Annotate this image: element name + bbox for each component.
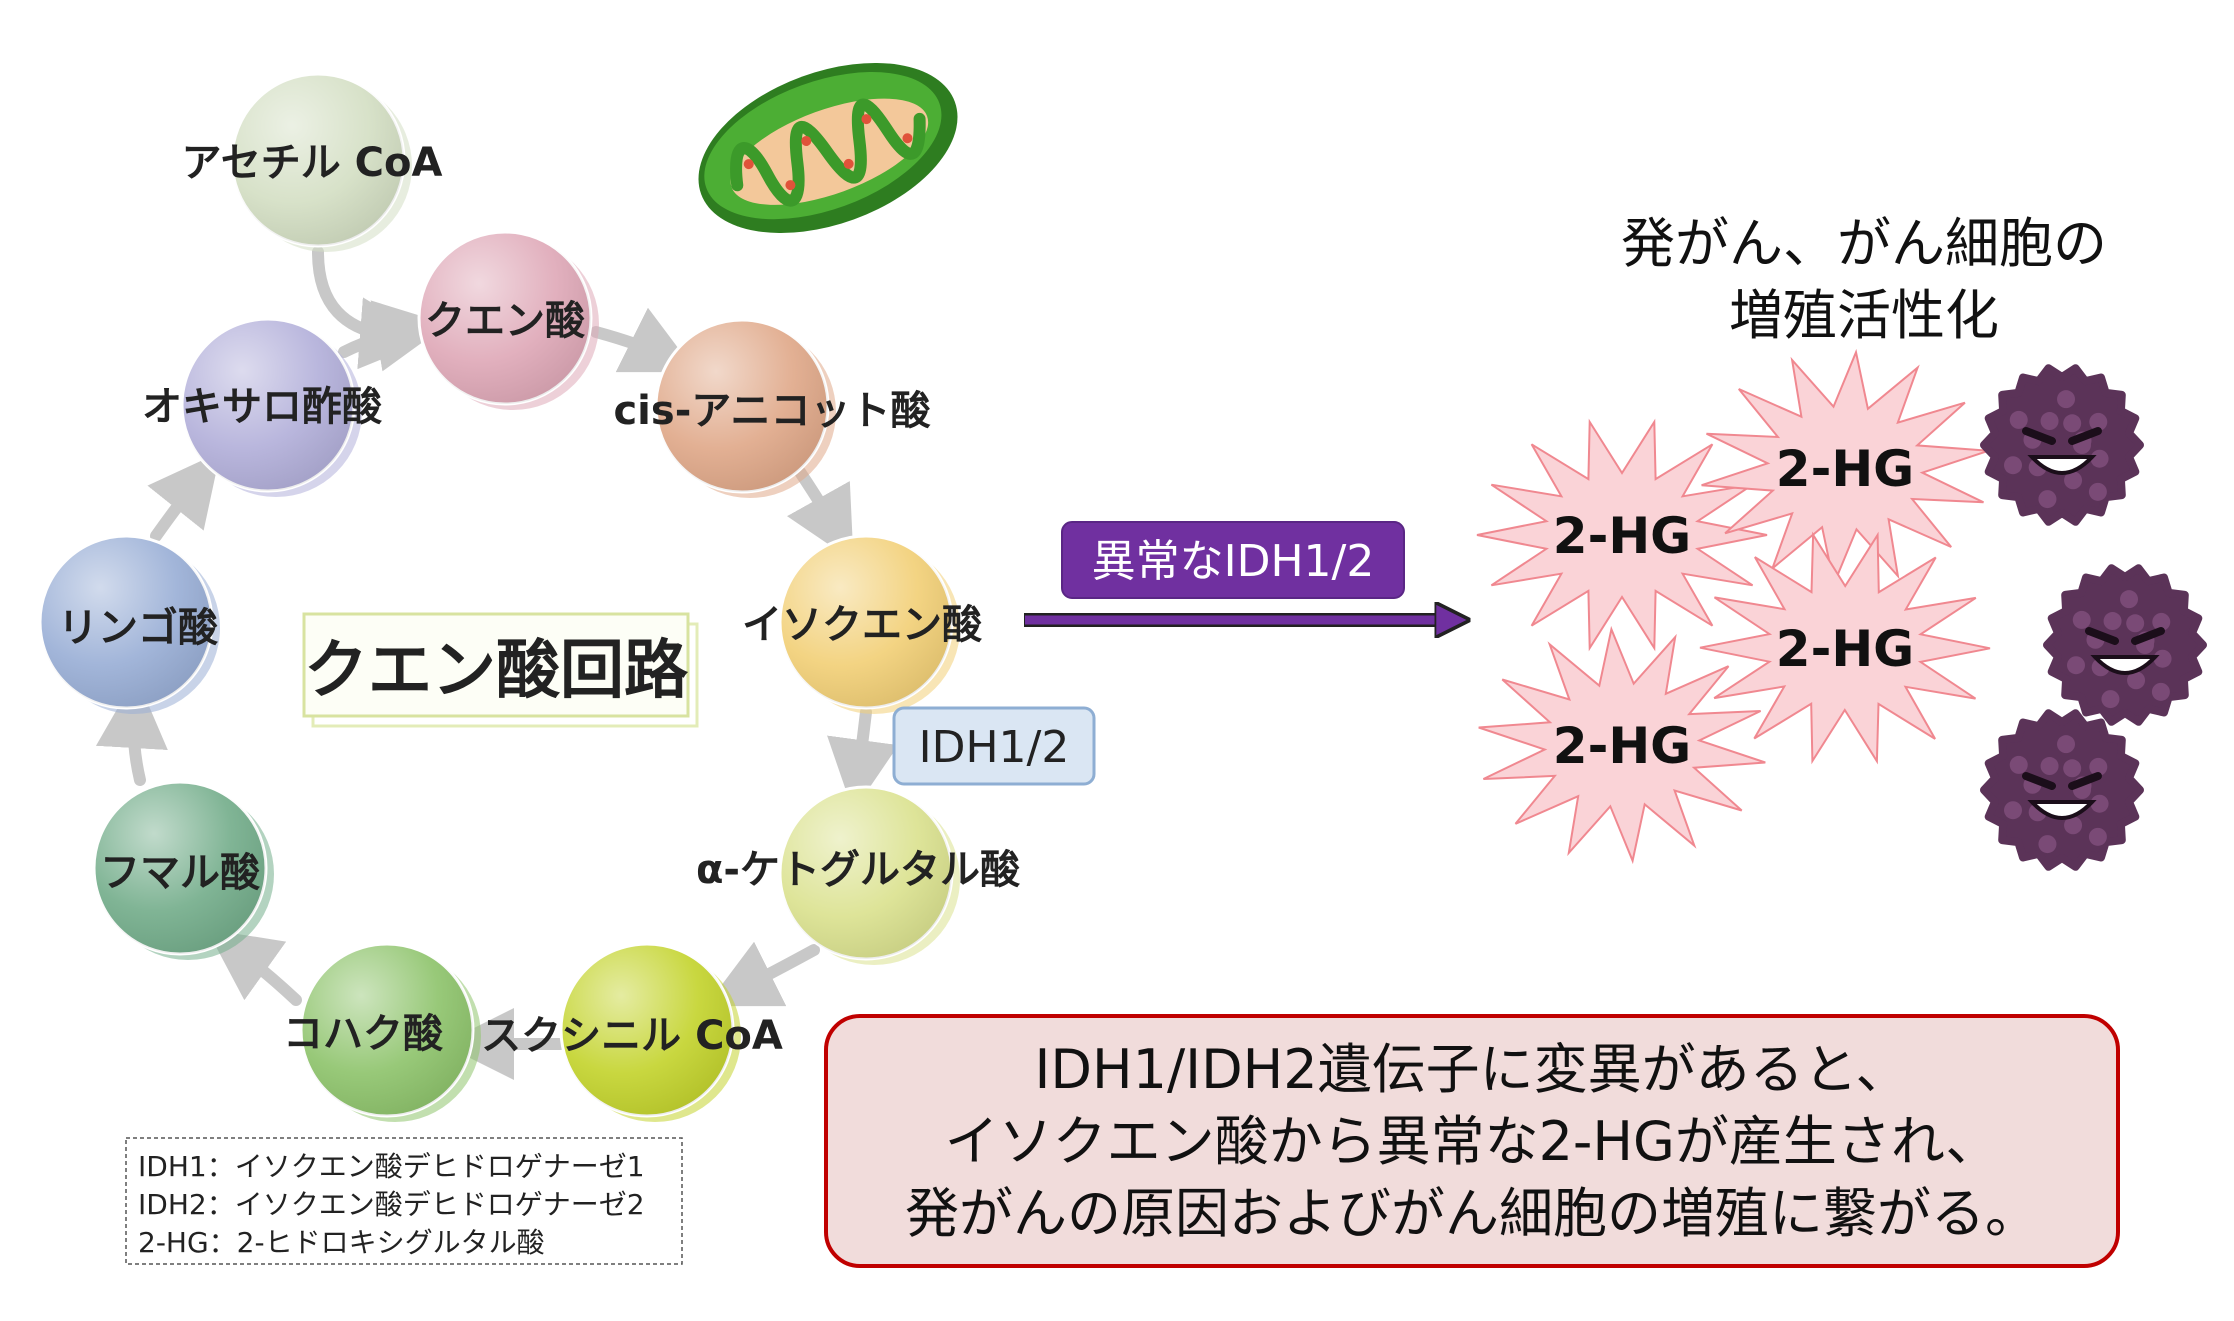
legend-line2: IDH2：イソクエン酸デヒドロゲナーゼ2 <box>138 1188 645 1221</box>
burst-shape <box>1478 625 1766 865</box>
cycle-node-oxaloacetic-acid: オキサロ酢酸 <box>142 317 383 497</box>
node-highlight <box>40 536 212 708</box>
node-label: スクシニル CoA <box>481 1013 783 1059</box>
burst-label: 2-HG <box>1553 717 1691 775</box>
conclusion-line3: 発がんの原因およびがん細胞の増殖に繋がる。 <box>905 1182 2039 1245</box>
node-label: α-ケトグルタル酸 <box>696 847 1021 893</box>
cycle-title: クエン酸回路 <box>304 634 689 708</box>
cycle-node-acetyl-coa: アセチル CoA <box>182 72 443 252</box>
conclusion-line2: イソクエン酸から異常な2-HGが産生され、 <box>945 1110 2000 1173</box>
cycle-arrow <box>206 929 302 1006</box>
conclusion-box: IDH1/IDH2遺伝子に変異があると、 イソクエン酸から異常な2-HGが産生さ… <box>824 1014 2120 1268</box>
node-highlight <box>780 536 952 708</box>
abnormal-idh-label: 異常なIDH1/2 <box>1092 536 1375 587</box>
legend-box: IDH1：イソクエン酸デヒドロゲナーゼ1 IDH2：イソクエン酸デヒドロゲナーゼ… <box>125 1137 683 1265</box>
node-highlight <box>419 232 591 404</box>
conclusion-line1: IDH1/IDH2遺伝子に変異があると、 <box>1035 1038 1910 1101</box>
legend-line3: 2-HG：2-ヒドロキシグルタル酸 <box>138 1226 545 1259</box>
burst-shape <box>1699 531 1991 765</box>
cycle-arrow <box>827 706 899 812</box>
cycle-node-isocitric-acid: イソクエン酸 <box>742 534 983 714</box>
cycle-node-citric-acid: クエン酸 <box>417 230 599 410</box>
node-label: クエン酸 <box>425 298 586 344</box>
cycle-node-succinic-acid: コハク酸 <box>283 942 481 1122</box>
cycle-node-succinyl-coa: スクシニル CoA <box>481 942 783 1122</box>
burst-shape <box>1476 418 1768 652</box>
effect-text-line2: 増殖活性化 <box>1729 284 1999 347</box>
2hg-burst: 2-HG <box>1478 625 1766 865</box>
cancer-cells <box>1980 364 2207 871</box>
legend-line1: IDH1：イソクエン酸デヒドロゲナーゼ1 <box>138 1150 645 1183</box>
cycle-arrow <box>312 246 432 370</box>
node-label: コハク酸 <box>283 1011 444 1057</box>
cycle-arrow <box>95 676 168 786</box>
cancer-cell-icon <box>2043 564 2207 726</box>
cycle-node-malic-acid: リンゴ酸 <box>38 534 220 714</box>
cycle-arrow <box>590 307 697 373</box>
node-highlight <box>656 320 828 492</box>
cycle-node-alpha-ketoglutaric-acid: α-ケトグルタル酸 <box>696 785 1021 965</box>
2hg-bursts: 2-HG 2-HG 2-HG 2-HG <box>1476 348 1991 865</box>
cancer-cell-icon <box>1980 364 2144 526</box>
mitochondria-icon <box>698 62 958 234</box>
cycle-title-box: クエン酸回路 <box>302 612 699 728</box>
enzyme-label: IDH1/2 <box>919 722 1070 773</box>
node-highlight <box>561 944 733 1116</box>
node-label: フマル酸 <box>100 850 261 896</box>
2hg-burst: 2-HG <box>1701 348 1989 588</box>
cycle-arrow <box>147 451 221 542</box>
enzyme-box: IDH1/2 <box>892 706 1096 786</box>
effect-text-line1: 発がん、がん細胞の <box>1621 212 2107 275</box>
burst-label: 2-HG <box>1776 620 1914 678</box>
node-highlight <box>94 782 266 954</box>
node-label: cis-アニコット酸 <box>613 388 931 434</box>
cancer-cell-icon <box>1980 709 2144 871</box>
burst-label: 2-HG <box>1776 440 1914 498</box>
node-label: オキサロ酢酸 <box>142 384 383 430</box>
cycle-arrow <box>705 941 820 1007</box>
node-highlight <box>182 319 354 491</box>
node-label: アセチル CoA <box>182 140 443 186</box>
2hg-burst: 2-HG <box>1476 418 1768 652</box>
2hg-burst: 2-HG <box>1699 531 1991 765</box>
node-label: イソクエン酸 <box>742 602 983 648</box>
cycle-arrow <box>786 466 854 562</box>
burst-label: 2-HG <box>1553 507 1691 565</box>
abnormal-idh-box: 異常なIDH1/2 <box>1061 521 1405 599</box>
node-highlight <box>232 74 404 246</box>
node-highlight <box>301 944 473 1116</box>
cycle-arrow <box>338 300 448 372</box>
node-highlight <box>780 787 952 959</box>
node-label: リンゴ酸 <box>58 605 219 651</box>
cycle-node-fumaric-acid: フマル酸 <box>92 780 274 960</box>
cycle-node-cis-aconitic-acid: cis-アニコット酸 <box>613 318 932 498</box>
